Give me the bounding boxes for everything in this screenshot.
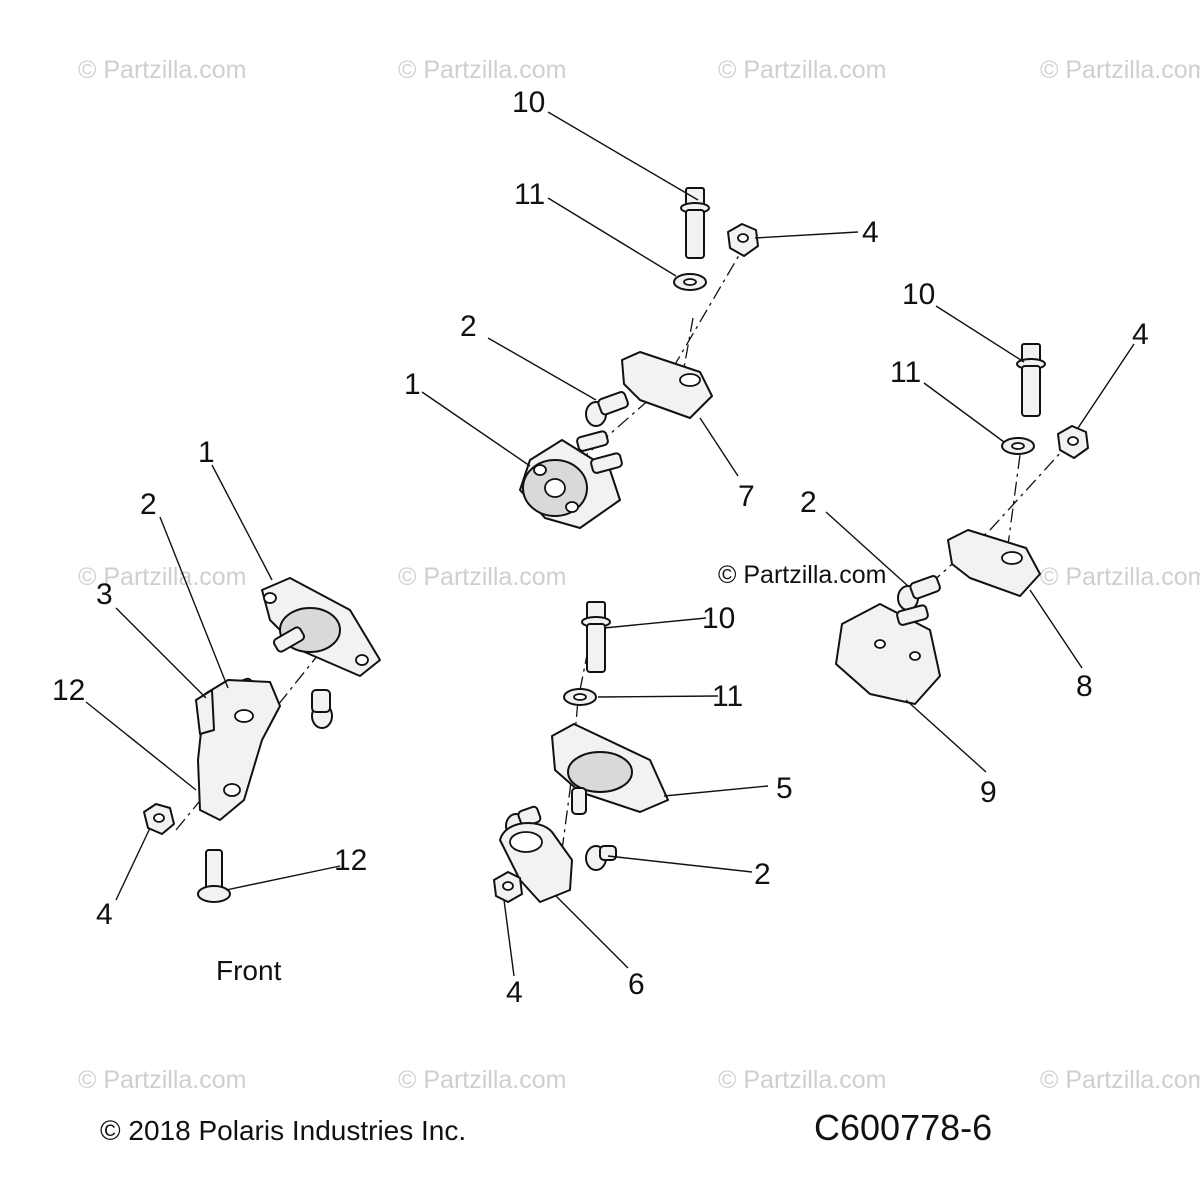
flange-bolt-part [680,187,710,259]
callout-label: 7 [738,480,755,513]
watermark: © Partzilla.com [398,1066,566,1094]
callout-label: 12 [334,844,367,877]
front-caption: Front [216,955,282,986]
nut-part [727,223,759,257]
callout-label: 1 [198,436,215,469]
watermark: © Partzilla.com [78,563,246,591]
callout-label: 2 [754,858,771,891]
callout-label: 4 [862,216,879,249]
watermark: © Partzilla.com [718,56,886,84]
leader-lines [85,111,1135,977]
assembly-axis [889,439,1073,621]
callout-label: 5 [776,772,793,805]
callout-label: 10 [902,278,935,311]
watermark: © Partzilla.com [1040,563,1200,591]
callout-label: 2 [800,486,817,519]
callout-label: 11 [514,178,545,211]
watermark: © Partzilla.com [78,1066,246,1094]
mount-clamp-part [499,821,573,903]
nut-part [1057,425,1089,459]
callout-label: 1 [404,368,421,401]
watermark-center: © Partzilla.com [718,561,886,589]
callout-label: 4 [506,976,523,1009]
watermark: © Partzilla.com [1040,1066,1200,1094]
assembly-front [143,577,381,903]
bolt-part [585,391,629,427]
assembly-top-center [519,187,759,529]
bracket-part [621,351,713,419]
callout-label: 2 [140,488,157,521]
callout-label: 10 [702,602,735,635]
engine-mount-part [261,577,381,677]
watermark: © Partzilla.com [718,1066,886,1094]
callout-label: 12 [52,674,85,707]
mount-arm-part [195,679,281,821]
callout-label: 2 [460,310,477,343]
bolt-part [311,689,333,729]
engine-mount-part [519,430,623,529]
watermark: © Partzilla.com [398,563,566,591]
bolt-part [897,575,941,611]
flange-bolt-part [1016,343,1046,417]
watermark: © Partzilla.com [398,56,566,84]
nut-part [143,803,175,835]
flange-bolt-part [581,601,611,673]
assembly-axis [1007,454,1021,546]
watermark: © Partzilla.com [1040,56,1200,84]
watermark-grid: © Partzilla.com © Partzilla.com © Partzi… [78,56,1200,1094]
callout-label: 4 [1132,318,1149,351]
callout-label: 10 [512,86,545,119]
callout-label: 8 [1076,670,1093,703]
assembly-top-right [835,343,1089,705]
callout-label: 9 [980,776,997,809]
bolt-part [585,845,617,871]
engine-mount-part [551,723,669,815]
callout-label: 4 [96,898,113,931]
bracket-part [947,529,1041,597]
callout-label: 3 [96,578,113,611]
callout-label: 6 [628,968,645,1001]
watermark: © Partzilla.com [78,56,246,84]
callout-label: 11 [712,680,743,713]
copyright-text: © 2018 Polaris Industries Inc. [100,1115,466,1146]
callout-label: 11 [890,356,921,389]
assembly-bottom-center [493,601,669,903]
assembly-axis [561,649,589,851]
diagram-code: C600778-6 [814,1107,992,1148]
callouts: 10 11 4 2 1 7 10 11 4 2 8 9 1 2 3 12 4 1… [52,86,1149,1009]
bolt-part [197,849,231,903]
nut-part [493,871,523,903]
engine-mount-part [835,603,941,705]
